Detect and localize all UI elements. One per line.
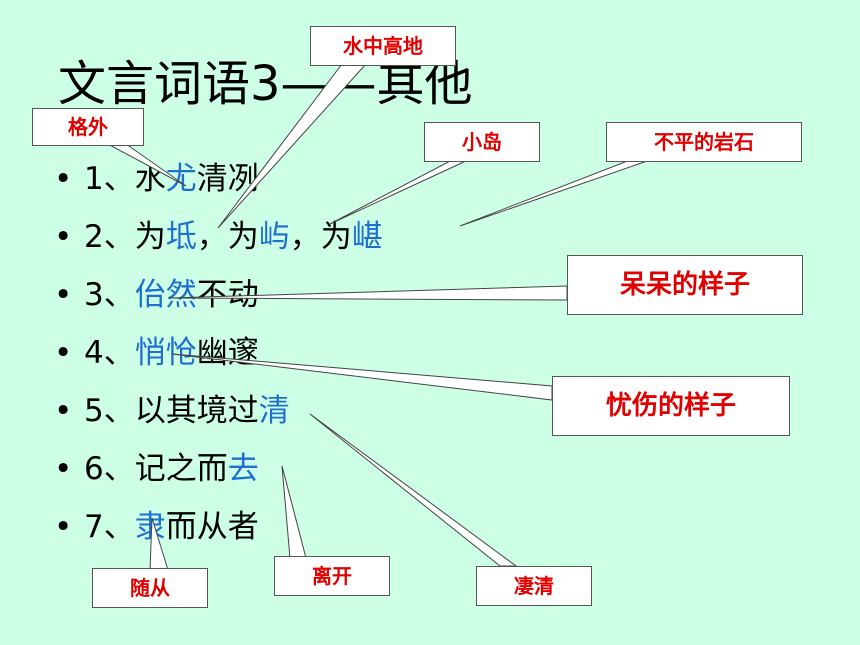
vocab-item: • 6、记之而去 bbox=[54, 440, 383, 498]
leader-suicong bbox=[149, 517, 169, 571]
item-text: 不动 bbox=[196, 277, 259, 313]
leader-xiaodao bbox=[329, 159, 469, 225]
bullet: • bbox=[54, 509, 73, 545]
leader-daidai bbox=[169, 285, 568, 301]
leader-qiqing bbox=[309, 413, 518, 567]
callout-qiqing: 凄清 bbox=[476, 566, 592, 606]
highlighted-word: 尤 bbox=[165, 161, 197, 197]
item-number: 4、 bbox=[84, 335, 135, 371]
bullet: • bbox=[54, 451, 73, 487]
item-number: 6、 bbox=[84, 451, 135, 487]
item-text: 幽邃 bbox=[196, 335, 259, 371]
leader-buping bbox=[459, 159, 651, 227]
highlighted-word: 嵁 bbox=[351, 219, 383, 255]
vocab-item: •2、为坻，为屿，为嵁 bbox=[54, 208, 383, 266]
item-number: 3、 bbox=[84, 277, 135, 313]
callout-youshang: 忧伤的样子 bbox=[552, 376, 790, 436]
vocab-item: • 5、以其境过清 bbox=[54, 382, 383, 440]
bullet: • bbox=[54, 161, 73, 197]
leader-shuizhong bbox=[217, 63, 368, 229]
item-number: 5、 bbox=[84, 393, 135, 429]
item-text: 记之而 bbox=[134, 451, 228, 487]
highlighted-word: 屿 bbox=[258, 219, 290, 255]
highlighted-word: 隶 bbox=[134, 509, 166, 545]
highlighted-word: 去 bbox=[227, 451, 259, 487]
item-number: 1、 bbox=[84, 161, 135, 197]
bullet: • bbox=[54, 277, 73, 313]
item-text: ，为 bbox=[289, 219, 352, 255]
highlighted-word: 坻 bbox=[165, 219, 197, 255]
highlighted-word: 佁然 bbox=[134, 277, 197, 313]
bullet: • bbox=[54, 219, 73, 255]
callout-shuizhong: 水中高地 bbox=[310, 26, 456, 66]
callout-daidai: 呆呆的样子 bbox=[567, 255, 803, 315]
leader-likai bbox=[281, 465, 307, 559]
vocab-item: • 3、佁然不动 bbox=[54, 266, 383, 324]
item-text: 以其境过 bbox=[134, 393, 259, 429]
leader-gewai bbox=[107, 143, 187, 187]
leader-youshang bbox=[171, 353, 553, 401]
bullet: • bbox=[54, 393, 73, 429]
vocab-item: • 7、隶而从者 bbox=[54, 498, 383, 556]
callout-gewai: 格外 bbox=[32, 108, 144, 146]
highlighted-word: 悄怆 bbox=[134, 335, 197, 371]
callout-buping: 不平的岩石 bbox=[606, 122, 802, 162]
highlighted-word: 清 bbox=[258, 393, 290, 429]
vocab-list: •1、水尤清冽•2、为坻，为屿，为嵁•3、佁然不动•4、悄怆幽邃•5、以其境过清… bbox=[54, 150, 383, 556]
item-number: 7、 bbox=[84, 509, 135, 545]
item-text: ，为 bbox=[196, 219, 259, 255]
callout-xiaodao: 小岛 bbox=[424, 122, 540, 162]
item-text: 为 bbox=[134, 219, 166, 255]
vocab-item: • 4、悄怆幽邃 bbox=[54, 324, 383, 382]
item-number: 2、 bbox=[84, 219, 135, 255]
callout-suicong: 随从 bbox=[92, 568, 208, 608]
item-text: 而从者 bbox=[165, 509, 259, 545]
bullet: • bbox=[54, 335, 73, 371]
callout-likai: 离开 bbox=[274, 556, 390, 596]
